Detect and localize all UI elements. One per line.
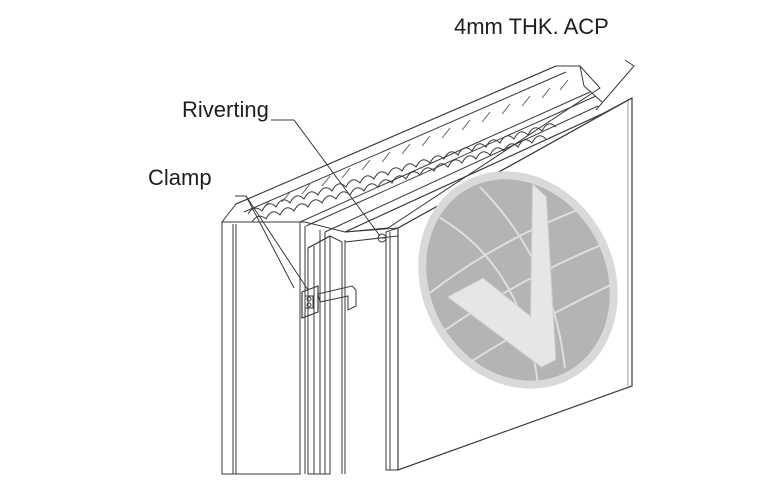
label-clamp: Clamp: [148, 165, 212, 190]
backing-wall: [221, 221, 346, 475]
label-riverting: Riverting: [182, 97, 269, 122]
clamp-bracket: [301, 285, 357, 319]
leader-lines: [235, 59, 635, 291]
panel-logo: [418, 171, 618, 389]
label-acp: 4mm THK. ACP: [454, 14, 609, 39]
support-channel: [307, 235, 343, 475]
acp-panel: [344, 96, 633, 471]
insulation-band: [220, 65, 603, 233]
